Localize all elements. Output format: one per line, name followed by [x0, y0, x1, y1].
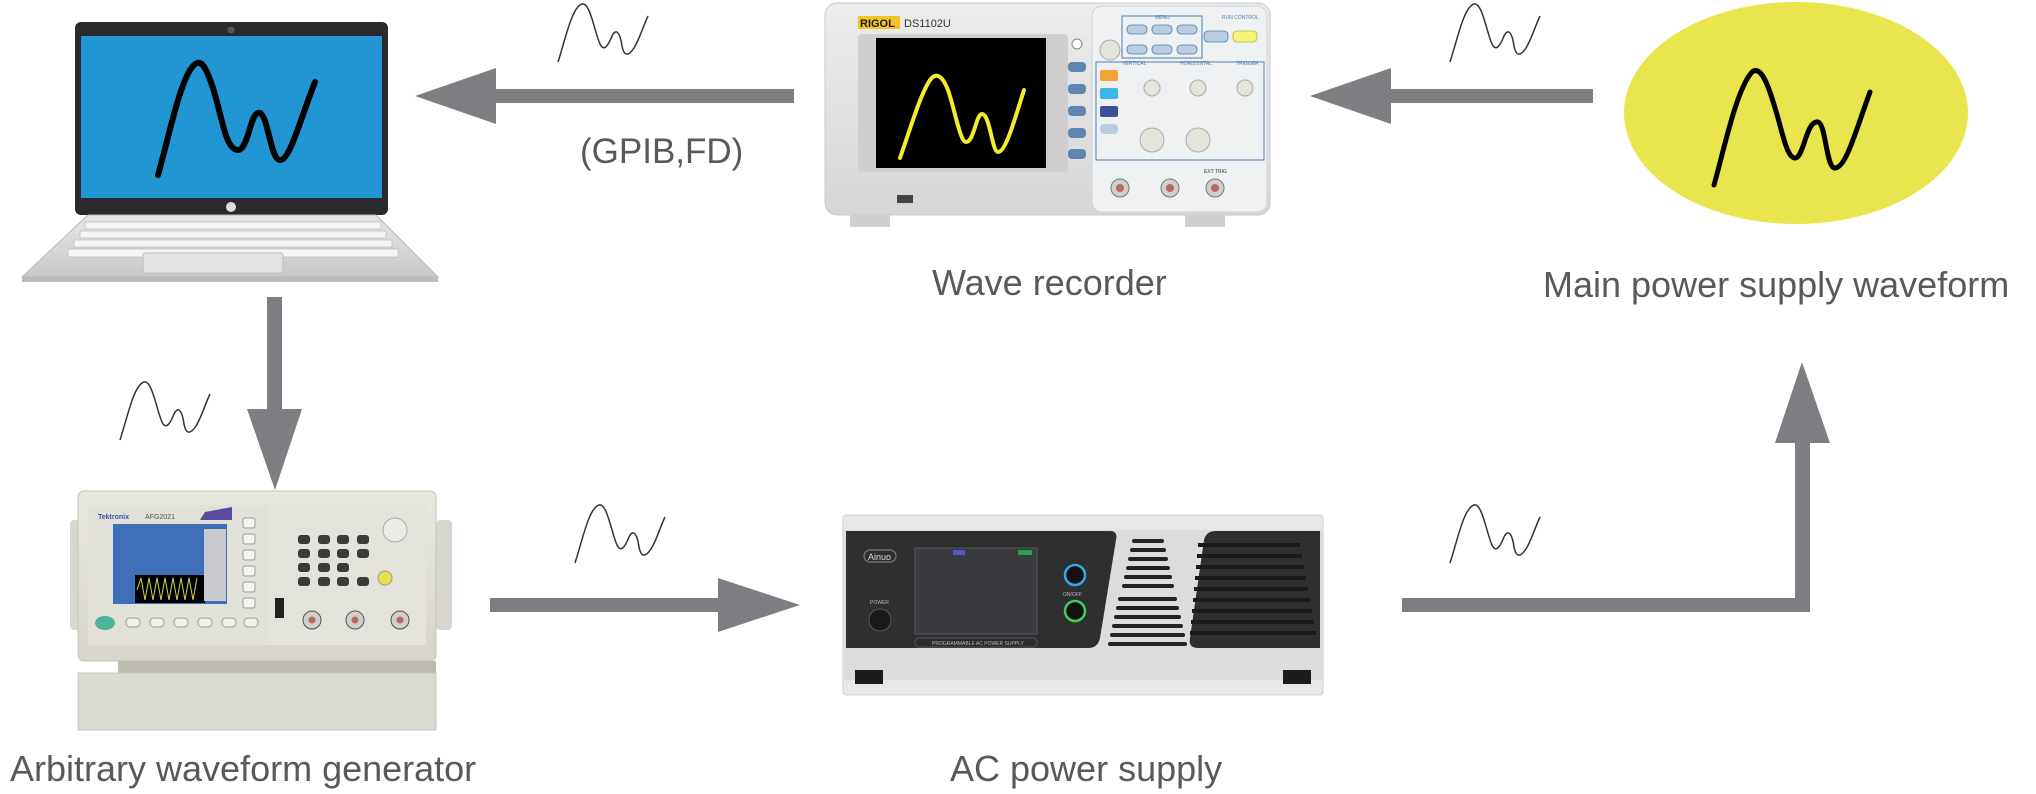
arrow-ac-to-mainpower — [1402, 362, 1830, 612]
scope-label-vertical: VERTICAL — [1122, 61, 1147, 67]
awg-function-buttons — [125, 617, 259, 628]
scope-model: DS1102U — [904, 18, 951, 30]
awg-screen-menu — [204, 529, 226, 601]
ac-output-button — [1063, 599, 1087, 623]
ac-on-off-label: ON/OFF — [1063, 592, 1082, 598]
scope-menu-button — [1071, 38, 1083, 50]
edge-label-gpib: (GPIB,FD) — [580, 132, 743, 171]
awg-usb-port — [275, 598, 284, 618]
awg-knob — [382, 517, 408, 543]
scope-ref-button — [1100, 124, 1118, 134]
awg-model: AFG2021 — [145, 514, 175, 521]
node-label-awg: Arbitrary waveform generator — [10, 748, 476, 789]
arrow-recorder-to-laptop — [415, 68, 794, 124]
scope-brand: RIGOL — [860, 18, 895, 30]
ac-foot-right — [1283, 670, 1311, 684]
main-power-waveform — [1711, 68, 1873, 188]
awg-softkeys — [242, 517, 256, 609]
scope-label-trigger: TRIGGER — [1236, 61, 1259, 67]
laptop-keyboard — [67, 221, 399, 258]
webcam-icon — [227, 26, 235, 34]
ac-screen — [914, 547, 1038, 635]
hp-logo-icon — [226, 202, 236, 212]
ac-screen-status — [1018, 550, 1032, 555]
waveform-icon-ac-mainpower — [1449, 504, 1541, 564]
ac-brand-badge — [863, 549, 897, 563]
ac-vent-slots — [1190, 543, 1316, 635]
scope-menu-buttons — [1126, 24, 1198, 55]
scope-bnc-connectors — [1110, 178, 1225, 198]
scope-controls-group — [1095, 61, 1265, 161]
scope-softkeys — [1068, 62, 1086, 159]
awg-power-button — [95, 616, 115, 630]
ac-power-supply: Ainuo POWER PROGRAMMABLE AC POWER SUPPLY… — [842, 514, 1324, 696]
scope-multipurpose-knob — [1099, 39, 1121, 61]
ac-brand: Ainuo — [868, 552, 891, 562]
scope-trace — [898, 73, 1026, 160]
scope-label-horizontal: HORIZONTAL — [1180, 61, 1212, 67]
ac-power-switch — [868, 608, 892, 632]
scope-usb-port — [897, 195, 913, 203]
scope-run-stop-button — [1232, 30, 1258, 43]
arrow-laptop-to-awg — [247, 297, 302, 490]
awg-stand — [77, 672, 437, 731]
arrow-mainpower-to-recorder — [1310, 68, 1593, 124]
ac-nameplate-text: PROGRAMMABLE AC POWER SUPPLY — [932, 641, 1025, 647]
laptop-touchpad — [142, 252, 284, 274]
oscilloscope: RIGOL DS1102U MENU RUN CONTROL VERTICAL — [824, 2, 1271, 227]
waveform-icon-laptop-awg — [119, 381, 211, 441]
scope-ch1-button — [1100, 70, 1118, 81]
awg-bnc-connectors — [302, 610, 410, 630]
ac-foot-left — [855, 670, 883, 684]
waveform-icon-mainpower-recorder — [1449, 3, 1541, 63]
scope-label-run-control: RUN CONTROL — [1222, 15, 1259, 21]
scope-foot-right — [1185, 215, 1225, 227]
scope-knobs — [1139, 79, 1254, 153]
node-label-wave-recorder: Wave recorder — [932, 262, 1167, 303]
waveform-icon-awg-ac — [574, 504, 666, 564]
ac-nameplate — [914, 637, 1038, 648]
node-label-ac-supply: AC power supply — [950, 748, 1222, 789]
scope-ch2-button — [1100, 88, 1118, 99]
scope-math-button — [1100, 106, 1118, 117]
scope-foot-left — [850, 215, 890, 227]
arbitrary-waveform-generator: Tektronix AFG2021 — [70, 490, 452, 731]
ac-screen-tab — [953, 550, 965, 555]
waveform-icon-recorder-laptop — [557, 3, 649, 63]
ac-encoder-knob — [1063, 563, 1087, 587]
awg-badge — [200, 507, 232, 520]
node-label-main-power: Main power supply waveform — [1543, 264, 2009, 305]
ac-center-vents — [1108, 539, 1187, 646]
awg-handle-right — [436, 520, 452, 630]
awg-on-off-button — [377, 570, 393, 586]
rigol-logo-bg — [858, 16, 900, 29]
awg-brand: Tektronix — [98, 514, 129, 521]
scope-auto-button — [1203, 30, 1229, 43]
awg-keypad — [298, 535, 369, 586]
awg-stand-top — [118, 661, 436, 673]
scope-label-menu: MENU — [1155, 15, 1170, 21]
laptop — [20, 22, 440, 282]
laptop-base-edge — [22, 277, 438, 282]
awg-screen-trace — [136, 577, 198, 601]
laptop-waveform — [155, 59, 318, 178]
laptop-screen — [81, 36, 382, 198]
main-power-ellipse — [1624, 2, 1968, 224]
arrow-awg-to-ac — [490, 578, 800, 632]
scope-label-ext-trig: EXT TRIG — [1204, 169, 1227, 175]
ac-power-label: POWER — [870, 600, 889, 606]
scope-menu-group — [1121, 15, 1203, 59]
